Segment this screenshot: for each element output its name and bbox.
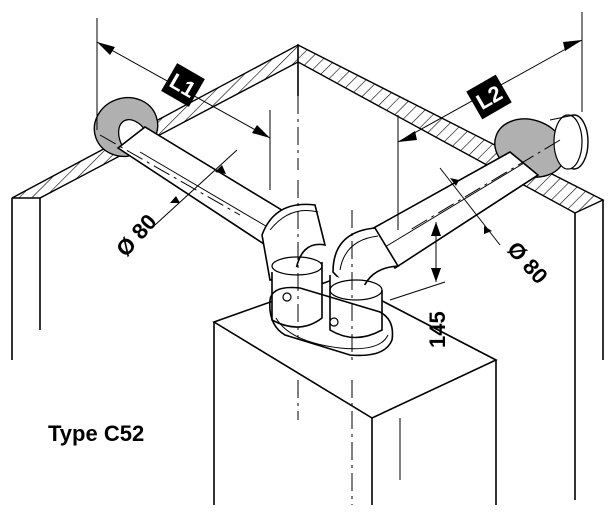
left-pipe	[116, 126, 327, 328]
base-plate	[268, 286, 394, 357]
label-height: 145	[425, 311, 450, 348]
label-type: Type C52	[48, 421, 144, 446]
dimension-height	[389, 222, 446, 301]
label-diameter-right: Ø 80	[502, 237, 552, 289]
diameter-left-leader	[154, 149, 238, 226]
right-pipe	[329, 151, 540, 339]
centerlines	[99, 96, 561, 505]
badge-l1: L1	[161, 63, 205, 107]
dimension-l2	[397, 12, 583, 230]
label-diameter-left: Ø 80	[111, 209, 161, 261]
diameter-right-leader	[439, 167, 501, 246]
badge-l2: L2	[466, 74, 512, 120]
label-l1: L1	[165, 68, 200, 102]
